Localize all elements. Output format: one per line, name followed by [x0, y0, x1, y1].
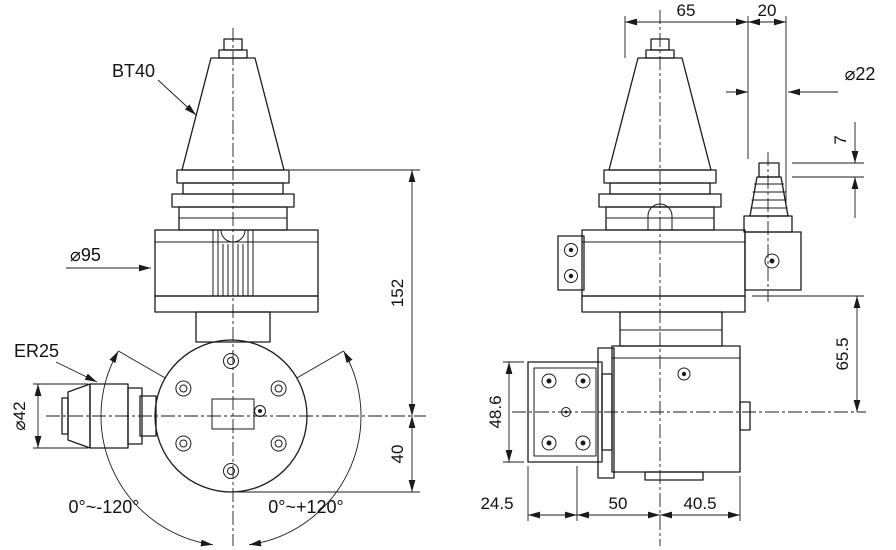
- head-bolt: [677, 367, 691, 381]
- spindle-flange: [171, 169, 295, 231]
- flange-bolt: [575, 373, 591, 389]
- stop-block-bolt: [564, 269, 578, 283]
- ext-lines-7: [792, 162, 864, 178]
- center-hole: [561, 407, 571, 417]
- arm-screw: [764, 253, 780, 269]
- dim-65-5: 65.5: [833, 337, 852, 370]
- orientation-notch: [220, 229, 246, 243]
- head-base-step: [644, 471, 704, 481]
- head-neck: [195, 311, 271, 343]
- flange-bolt: [575, 435, 591, 451]
- dim-20: 20: [758, 1, 777, 20]
- dim-angle-negative: 0°~-120°: [69, 497, 140, 517]
- clamp-block: [212, 230, 254, 296]
- dim-dia22: ⌀22: [845, 64, 876, 84]
- grip-notch: [647, 203, 673, 230]
- clamp-tab: [739, 401, 751, 431]
- dim-dia95: ⌀95: [70, 245, 101, 265]
- dim-50: 50: [609, 494, 628, 513]
- swivel-range: [100, 350, 362, 547]
- leader-er25: [55, 361, 98, 383]
- stop-block: [557, 235, 585, 291]
- stop-block-bolt: [564, 243, 578, 257]
- dim-152: 152: [388, 279, 407, 307]
- graduated-scale-ring: [154, 295, 319, 313]
- dim-24-5: 24.5: [480, 494, 513, 513]
- label-er25: ER25: [14, 341, 59, 361]
- dim-angle-positive: 0°~+120°: [268, 497, 343, 517]
- flange-chamfer: [533, 367, 597, 457]
- output-flange: [527, 361, 613, 463]
- front-dimensions: BT40 ⌀95 ER25 ⌀42 152 40 0°~-120° 0°~+12…: [10, 61, 420, 517]
- graduated-scale-ring: [581, 295, 746, 313]
- dim-dia42: ⌀42: [10, 401, 29, 430]
- head-body: [611, 345, 741, 473]
- front-centerlines: [46, 28, 426, 546]
- angle-scale-strip: [597, 347, 615, 479]
- angle-head-side: [597, 311, 751, 481]
- clamp-knob: [743, 162, 793, 233]
- flange-plate: [527, 361, 603, 463]
- range-ray-left: [118, 350, 166, 379]
- main-body-side: [557, 229, 802, 297]
- collet-face: [61, 397, 69, 435]
- main-body: [154, 229, 319, 297]
- dim-65: 65: [677, 1, 696, 20]
- dim-40: 40: [388, 445, 407, 464]
- dim-48-6: 48.6: [486, 395, 505, 428]
- label-bt40: BT40: [112, 61, 155, 81]
- dim-7: 7: [831, 135, 850, 144]
- knob-collar: [743, 215, 793, 233]
- range-arc-left: [100, 350, 213, 547]
- ext-lines-dia42: [33, 383, 88, 449]
- knob-knurl: [750, 183, 788, 209]
- side-view: 65 20 ⌀22 7 65.5 48.6 24.5 50 40.5: [480, 1, 875, 546]
- range-arc-right: [249, 350, 362, 547]
- leader-bt40: [157, 79, 197, 116]
- dim-40-5: 40.5: [683, 494, 716, 513]
- head-neck: [619, 311, 723, 347]
- flange-bolt: [541, 373, 557, 389]
- range-ray-right: [296, 350, 344, 379]
- side-dimensions: 65 20 ⌀22 7 65.5 48.6 24.5 50 40.5: [480, 1, 875, 521]
- flange-bolt: [541, 435, 557, 451]
- knob-taper: [749, 176, 789, 217]
- knob-cap: [758, 162, 780, 178]
- front-view: BT40 ⌀95 ER25 ⌀42 152 40 0°~-120° 0°~+12…: [10, 28, 426, 547]
